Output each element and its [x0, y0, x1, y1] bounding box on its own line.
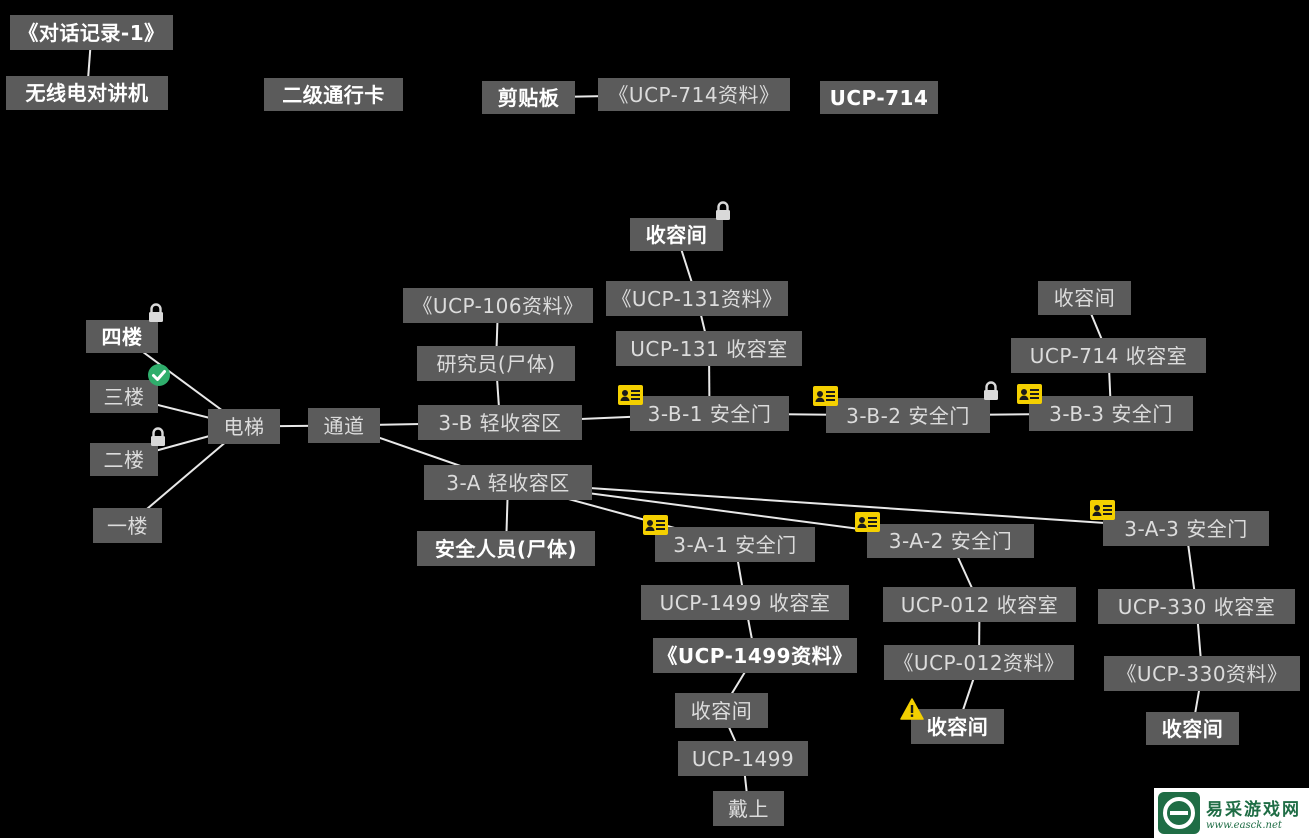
door-3b1-node[interactable]: 3-B-1 安全门 — [630, 396, 789, 431]
lock-icon — [149, 303, 163, 322]
watermark-url: www.easck.net — [1206, 820, 1282, 831]
elevator-node[interactable]: 电梯 — [208, 409, 280, 444]
ucp131-room-node[interactable]: UCP-131 收容室 — [616, 331, 802, 366]
lock-icon — [716, 201, 730, 220]
ucp1499-node[interactable]: UCP-1499 — [678, 741, 808, 776]
zone-3a-node[interactable]: 3-A 轻收容区 — [424, 465, 592, 500]
door-3a3-node[interactable]: 3-A-3 安全门 — [1103, 511, 1269, 546]
cell-714-node[interactable]: 收容间 — [1038, 281, 1131, 315]
watermark: 易采游戏网 www.easck.net — [1154, 788, 1309, 838]
wear-node[interactable]: 戴上 — [713, 791, 784, 826]
link-zone_3a-door_3a3 — [507, 481, 1187, 530]
guard-node[interactable]: 安全人员(尸体) — [417, 531, 595, 566]
door-3b2-node[interactable]: 3-B-2 安全门 — [826, 398, 990, 433]
dialog-log-node[interactable]: 《对话记录-1》 — [10, 15, 173, 50]
door-3a2-node[interactable]: 3-A-2 安全门 — [867, 524, 1034, 558]
ucp106-doc-node[interactable]: 《UCP-106资料》 — [403, 288, 593, 323]
corridor-node[interactable]: 通道 — [308, 408, 380, 443]
id-card-icon — [618, 385, 643, 405]
ucp714-node[interactable]: UCP-714 — [820, 81, 938, 114]
ucp714-room-node[interactable]: UCP-714 收容室 — [1011, 338, 1206, 373]
warning-icon — [900, 698, 924, 720]
floor1-node[interactable]: 一楼 — [93, 508, 162, 543]
cell-top-node[interactable]: 收容间 — [630, 218, 723, 251]
id-card-icon — [1017, 384, 1042, 404]
check-icon — [148, 364, 170, 386]
ucp1499-doc-node[interactable]: 《UCP-1499资料》 — [653, 638, 857, 673]
cell-1499-node[interactable]: 收容间 — [675, 693, 768, 728]
lock-icon — [151, 427, 165, 446]
floor4-node[interactable]: 四楼 — [86, 320, 158, 353]
ucp131-doc-node[interactable]: 《UCP-131资料》 — [606, 281, 788, 316]
cell-330-node[interactable]: 收容间 — [1146, 712, 1239, 745]
door-3b3-node[interactable]: 3-B-3 安全门 — [1029, 396, 1193, 431]
floor2-node[interactable]: 二楼 — [90, 443, 158, 476]
id-card-icon — [643, 515, 668, 535]
ucp012-room-node[interactable]: UCP-012 收容室 — [883, 587, 1076, 622]
zone-3b-node[interactable]: 3-B 轻收容区 — [418, 405, 582, 440]
watermark-logo-icon — [1158, 792, 1200, 834]
id-card-icon — [855, 512, 880, 532]
ucp330-doc-node[interactable]: 《UCP-330资料》 — [1104, 656, 1300, 691]
ucp012-doc-node[interactable]: 《UCP-012资料》 — [884, 645, 1074, 680]
lock-icon — [984, 381, 998, 400]
floor3-node[interactable]: 三楼 — [90, 380, 158, 413]
ucp714-doc-node[interactable]: 《UCP-714资料》 — [598, 78, 790, 111]
ucp1499-room-node[interactable]: UCP-1499 收容室 — [641, 585, 849, 620]
level2-card-node[interactable]: 二级通行卡 — [264, 78, 403, 111]
radio-node[interactable]: 无线电对讲机 — [6, 76, 168, 110]
id-card-icon — [1090, 500, 1115, 520]
watermark-name: 易采游戏网 — [1206, 800, 1301, 820]
cell-012-node[interactable]: 收容间 — [911, 709, 1004, 744]
id-card-icon — [813, 386, 838, 406]
door-3a1-node[interactable]: 3-A-1 安全门 — [655, 527, 815, 562]
clipboard-node[interactable]: 剪贴板 — [482, 81, 575, 114]
researcher-node[interactable]: 研究员(尸体) — [417, 346, 575, 381]
ucp330-room-node[interactable]: UCP-330 收容室 — [1098, 589, 1295, 624]
